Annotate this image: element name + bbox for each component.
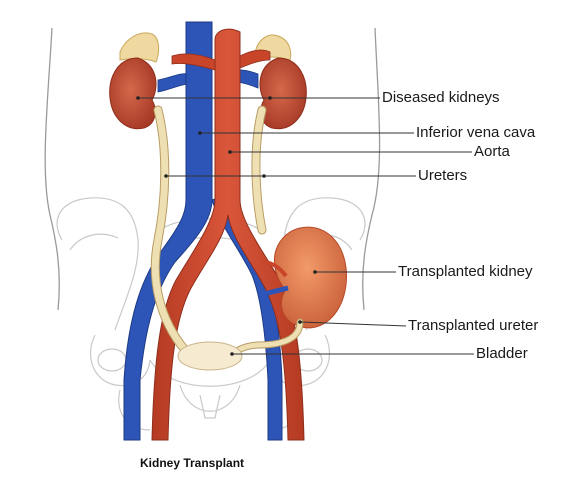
ureters	[150, 105, 267, 355]
leader-dots	[136, 96, 317, 356]
leader-lines	[138, 97, 474, 355]
label-aorta: Aorta	[474, 143, 510, 160]
diseased-kidneys	[109, 57, 307, 130]
inferior-vena-cava	[123, 21, 213, 441]
label-ureters: Ureters	[418, 167, 468, 184]
body-outline	[44, 27, 381, 311]
label-inferior-vena-cava: Inferior vena cava	[416, 124, 536, 141]
label-bladder: Bladder	[476, 345, 528, 362]
figure-caption: Kidney Transplant	[140, 456, 245, 470]
bladder	[177, 341, 243, 371]
transplant-vessels	[261, 260, 289, 297]
label-transplanted-kidney: Transplanted kidney	[398, 263, 533, 280]
renal-arteries	[171, 49, 271, 71]
label-transplanted-ureter: Transplanted ureter	[408, 317, 539, 334]
transplanted-kidney	[273, 226, 348, 329]
label-diseased-kidneys: Diseased kidneys	[382, 89, 500, 106]
